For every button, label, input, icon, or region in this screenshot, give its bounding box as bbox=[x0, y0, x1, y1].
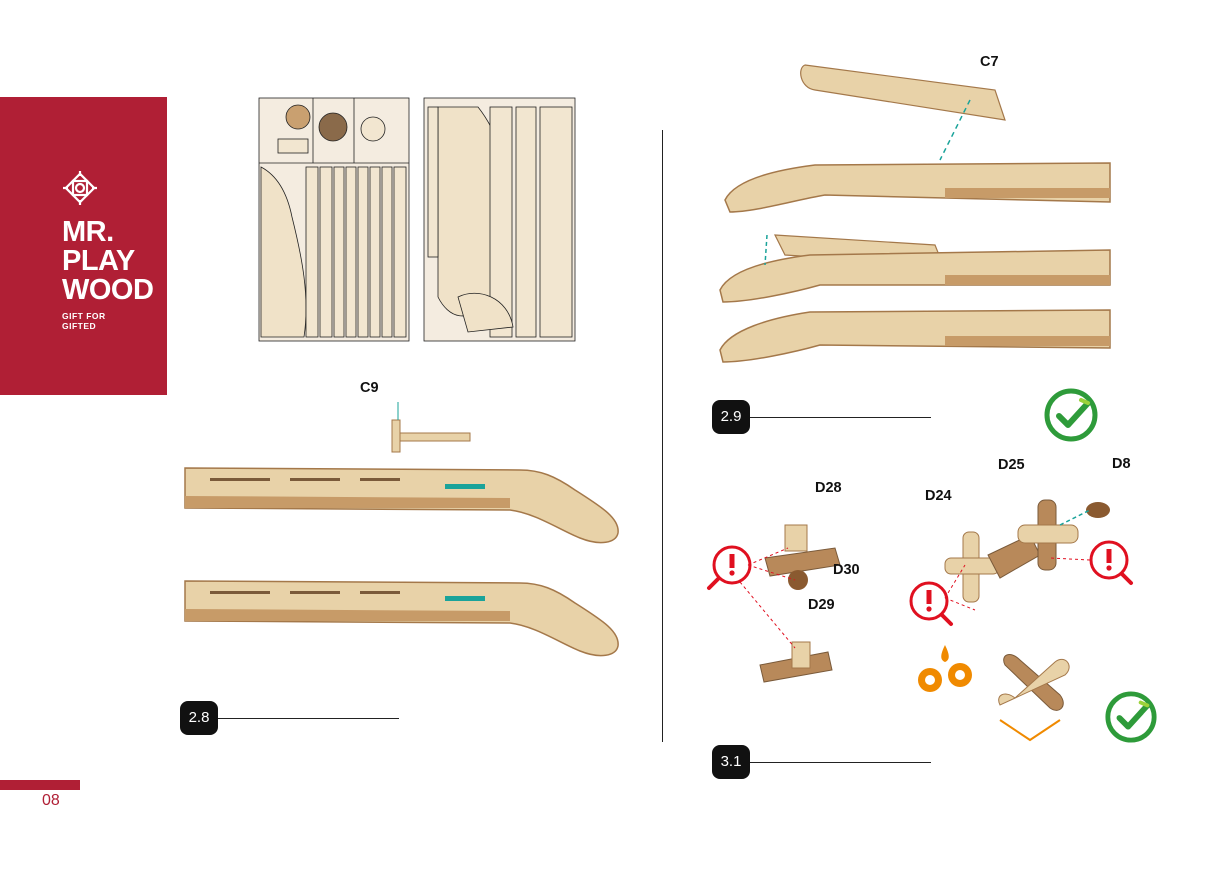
assembled-mechanism bbox=[998, 654, 1070, 742]
pistol-2-9-a bbox=[724, 162, 1111, 213]
brand-block: MR. PLAY WOOD GIFT FOR GIFTED bbox=[0, 97, 167, 395]
check-icon bbox=[1105, 691, 1157, 743]
page-number-bar bbox=[0, 780, 80, 790]
part-label-d25: D25 bbox=[998, 457, 1025, 473]
sheet-left bbox=[258, 97, 410, 342]
column-divider bbox=[662, 130, 663, 742]
step-line-3-1 bbox=[750, 762, 931, 763]
logo-line-2: PLAY bbox=[62, 245, 135, 277]
warning-magnifier-icon bbox=[707, 545, 752, 590]
step-line-2-8 bbox=[218, 718, 399, 719]
pistol-2 bbox=[184, 580, 619, 657]
sheet-right bbox=[423, 97, 576, 342]
gear-parts-d28-d30 bbox=[764, 524, 841, 590]
check-icon bbox=[1044, 388, 1098, 442]
part-label-c7: C7 bbox=[980, 54, 999, 70]
warning-magnifier-icon bbox=[909, 581, 953, 626]
gear-part-assembled bbox=[759, 641, 833, 683]
step-3-1-illustration bbox=[707, 499, 1133, 742]
step-2-9-illustration bbox=[719, 64, 1111, 363]
tagline-line-2: GIFTED bbox=[62, 321, 97, 331]
cross-part-d25 bbox=[1017, 499, 1079, 571]
logo-icon bbox=[63, 171, 97, 205]
lubricate-gears-icon bbox=[918, 645, 972, 692]
cross-part-d24 bbox=[944, 531, 1000, 603]
part-label-d30: D30 bbox=[833, 562, 860, 578]
step-badge-2-9: 2.9 bbox=[712, 400, 750, 434]
logo-line-1: MR. bbox=[62, 216, 114, 248]
warning-magnifier-icon bbox=[1089, 540, 1133, 585]
part-label-d29: D29 bbox=[808, 597, 835, 613]
tagline-line-1: GIFT FOR bbox=[62, 311, 106, 321]
step-line-2-9 bbox=[750, 417, 931, 418]
washer-d8 bbox=[1086, 502, 1110, 518]
logo-line-3: WOOD bbox=[62, 274, 154, 306]
part-label-c9: C9 bbox=[360, 380, 379, 396]
part-label-d8: D8 bbox=[1112, 456, 1131, 472]
step-badge-3-1: 3.1 bbox=[712, 745, 750, 779]
part-c9-piece bbox=[391, 419, 471, 453]
pistol-1 bbox=[184, 467, 619, 544]
part-label-d24: D24 bbox=[925, 488, 952, 504]
step-2-8-illustration bbox=[184, 402, 619, 657]
pistol-2-9-b bbox=[719, 234, 1111, 303]
part-label-d28: D28 bbox=[815, 480, 842, 496]
part-sheets-illustration bbox=[258, 97, 576, 342]
part-c7-piece bbox=[800, 64, 1006, 121]
step-badge-2-8: 2.8 bbox=[180, 701, 218, 735]
pistol-2-9-c bbox=[719, 309, 1111, 363]
page-number: 08 bbox=[42, 792, 60, 809]
